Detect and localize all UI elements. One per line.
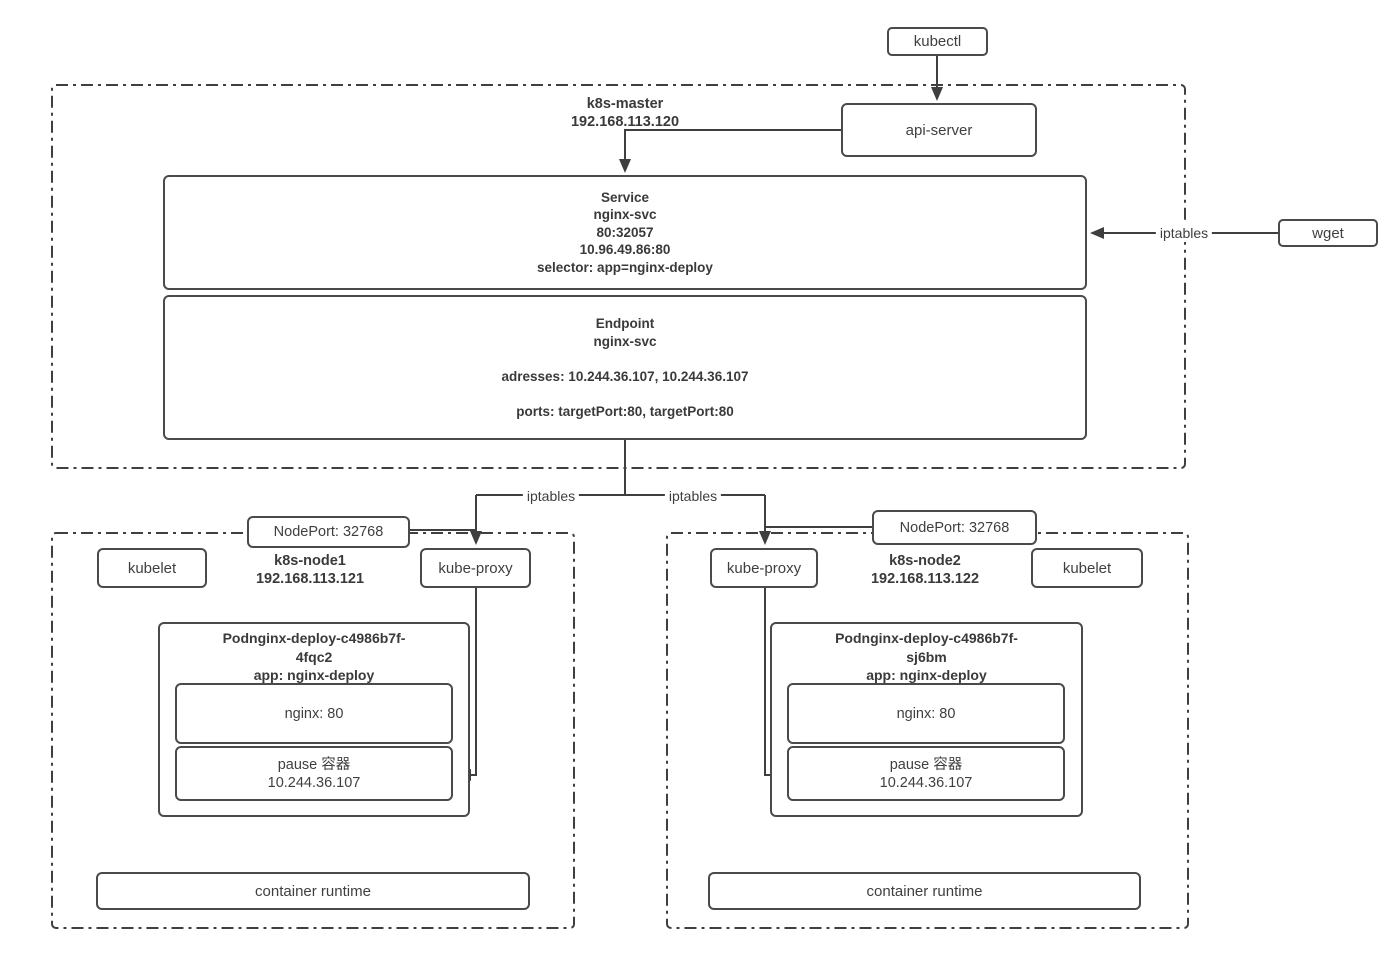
service-name: nginx-svc (593, 207, 657, 223)
container-runtime-label-node2: container runtime (866, 882, 983, 900)
kubelet-box-node2: kubelet (1031, 548, 1143, 588)
pause-ip-node2: 10.244.36.107 (879, 774, 973, 791)
pod2-title-line3: app: nginx-deploy (866, 667, 987, 683)
endpoint-ports: ports: targetPort:80, targetPort:80 (516, 403, 734, 419)
service-clusterip: 10.96.49.86:80 (579, 242, 671, 258)
pause-container-box-node2: pause 容器 10.244.36.107 (787, 746, 1065, 801)
node1-name: k8s-node1 (274, 553, 346, 569)
service-title: Service (600, 189, 650, 205)
nginx-container-label-node1: nginx: 80 (284, 705, 344, 722)
pause-container-box-node1: pause 容器 10.244.36.107 (175, 746, 453, 801)
pod1-title-line1: Podnginx-deploy-c4986b7f- (222, 630, 406, 646)
master-node-label: k8s-master 192.168.113.120 (545, 95, 705, 131)
nginx-container-label-node2: nginx: 80 (896, 705, 956, 722)
pause-label-node1: pause 容器 (277, 756, 351, 773)
container-runtime-box-node2: container runtime (708, 872, 1141, 910)
node2-ip: 192.168.113.122 (870, 571, 980, 587)
pause-label-node2: pause 容器 (889, 756, 963, 773)
endpoint-title: Endpoint (595, 315, 655, 331)
pod1-title-line2: 4fqc2 (295, 648, 333, 665)
wget-label: wget (1312, 224, 1344, 242)
kube-proxy-box-node1: kube-proxy (420, 548, 531, 588)
service-box: Service nginx-svc 80:32057 10.96.49.86:8… (163, 175, 1087, 290)
endpoint-addresses: adresses: 10.244.36.107, 10.244.36.107 (501, 368, 749, 384)
node2-label: k8s-node2 192.168.113.122 (845, 552, 1005, 588)
api-server-label: api-server (905, 121, 973, 139)
kubelet-label-node2: kubelet (1062, 559, 1112, 577)
service-nodeport: 80:32057 (596, 224, 654, 240)
pod2-title-line2: sj6bm (906, 648, 947, 665)
pod2-title-line1: Podnginx-deploy-c4986b7f- (835, 630, 1018, 646)
master-name: k8s-master (586, 96, 664, 112)
service-selector: selector: app=nginx-deploy (537, 259, 713, 275)
node1-ip: 192.168.113.121 (255, 571, 365, 587)
iptables-label-wget: iptables (1155, 224, 1213, 242)
endpoint-box: Endpoint nginx-svc adresses: 10.244.36.1… (163, 295, 1087, 440)
api-server-box: api-server (841, 103, 1037, 157)
iptables-label-right: iptables (664, 487, 722, 505)
arrow-apiserver-to-service (619, 129, 841, 173)
pause-ip-node1: 10.244.36.107 (267, 774, 361, 791)
wget-box: wget (1278, 219, 1378, 247)
kubectl-label: kubectl (913, 33, 962, 50)
kube-proxy-label-node1: kube-proxy (438, 559, 513, 577)
node2-name: k8s-node2 (889, 553, 961, 569)
nginx-container-box-node2: nginx: 80 (787, 683, 1065, 744)
node1-label: k8s-node1 192.168.113.121 (230, 552, 390, 588)
nginx-container-box-node1: nginx: 80 (175, 683, 453, 744)
nodeport-box-node2: NodePort: 32768 (872, 510, 1037, 545)
kubelet-box-node1: kubelet (97, 548, 207, 588)
container-runtime-box-node1: container runtime (96, 872, 530, 910)
kube-proxy-box-node2: kube-proxy (710, 548, 818, 588)
master-dashed-border (51, 84, 1186, 469)
nodeport-box-node1: NodePort: 32768 (247, 516, 410, 548)
nodeport-label-node1: NodePort: 32768 (273, 524, 384, 540)
kube-proxy-label-node2: kube-proxy (726, 559, 802, 577)
master-ip: 192.168.113.120 (570, 114, 680, 130)
kubelet-label-node1: kubelet (127, 559, 177, 577)
iptables-label-left: iptables (522, 487, 580, 505)
nodeport-label-node2: NodePort: 32768 (899, 519, 1010, 536)
kubectl-box: kubectl (887, 27, 988, 56)
endpoint-name: nginx-svc (593, 333, 657, 349)
pod1-title-line3: app: nginx-deploy (253, 667, 375, 683)
container-runtime-label-node1: container runtime (255, 882, 371, 900)
